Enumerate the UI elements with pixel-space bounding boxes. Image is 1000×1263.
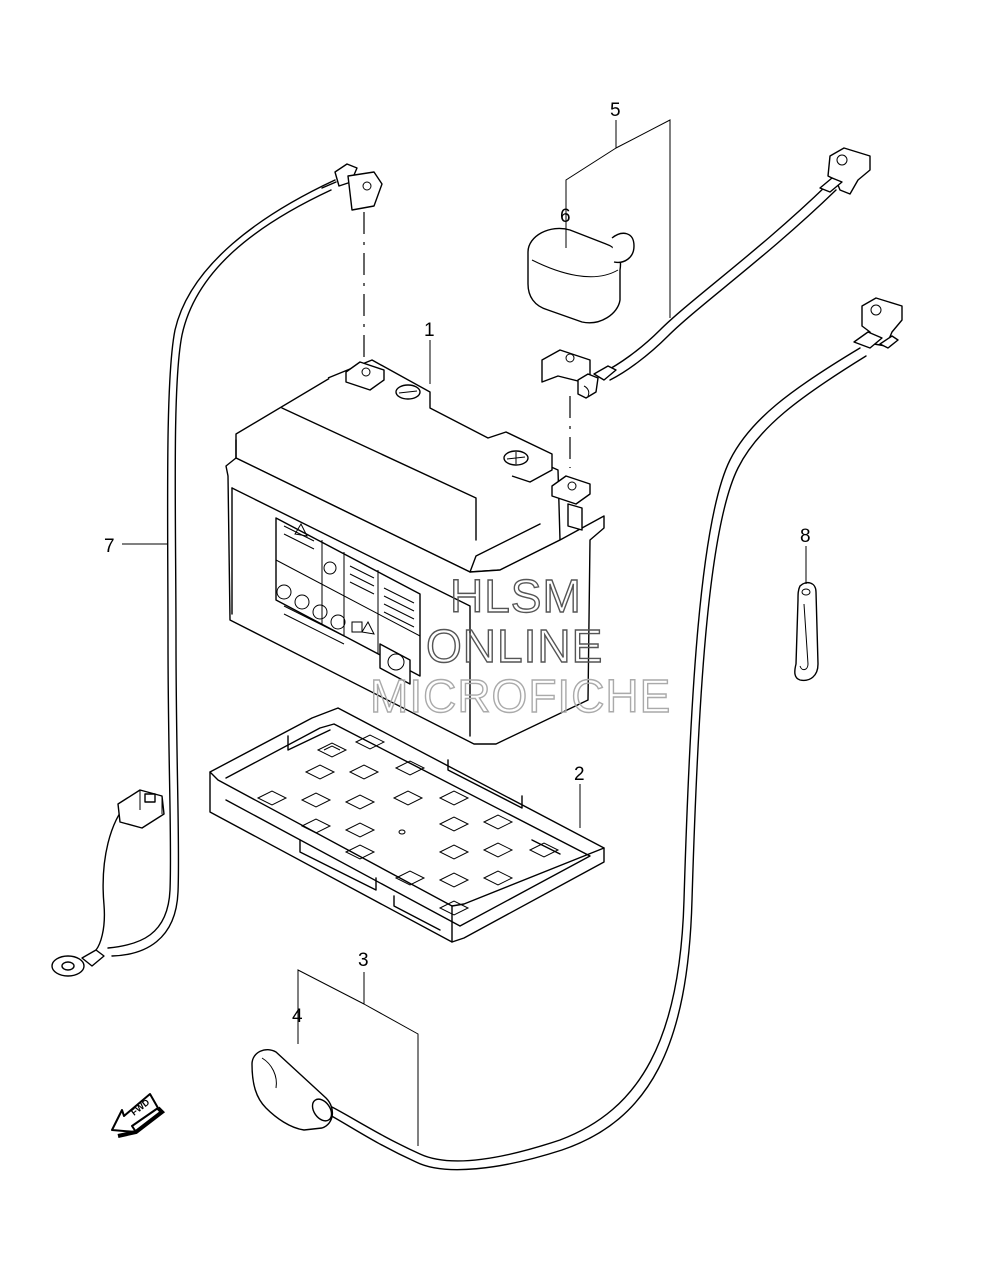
callout-7: 7 — [104, 536, 115, 557]
part-1-battery — [225, 359, 605, 745]
part-7-wire — [51, 163, 383, 977]
callout-6: 6 — [560, 206, 571, 227]
part-6-cover — [527, 227, 635, 324]
part-5-cable — [541, 147, 871, 399]
part-2-tray — [209, 707, 605, 943]
part-4-boot — [251, 1048, 333, 1131]
callout-8: 8 — [800, 526, 811, 547]
callout-5: 5 — [610, 100, 621, 121]
part-3-cable — [327, 297, 903, 1171]
part-8-clip — [794, 581, 819, 682]
fwd-arrow: FWD — [111, 1093, 166, 1138]
callout-3: 3 — [358, 950, 369, 971]
watermark-line-2: ONLINE — [426, 620, 603, 672]
leader-lines — [122, 119, 807, 1146]
callout-2: 2 — [574, 764, 585, 785]
callout-1: 1 — [424, 320, 435, 341]
watermark-line-1: HLSM — [450, 570, 582, 622]
watermark-line-3: MICROFICHE — [370, 670, 671, 722]
watermark: HLSM ONLINE MICROFICHE — [369, 569, 671, 722]
callout-4: 4 — [292, 1006, 303, 1027]
